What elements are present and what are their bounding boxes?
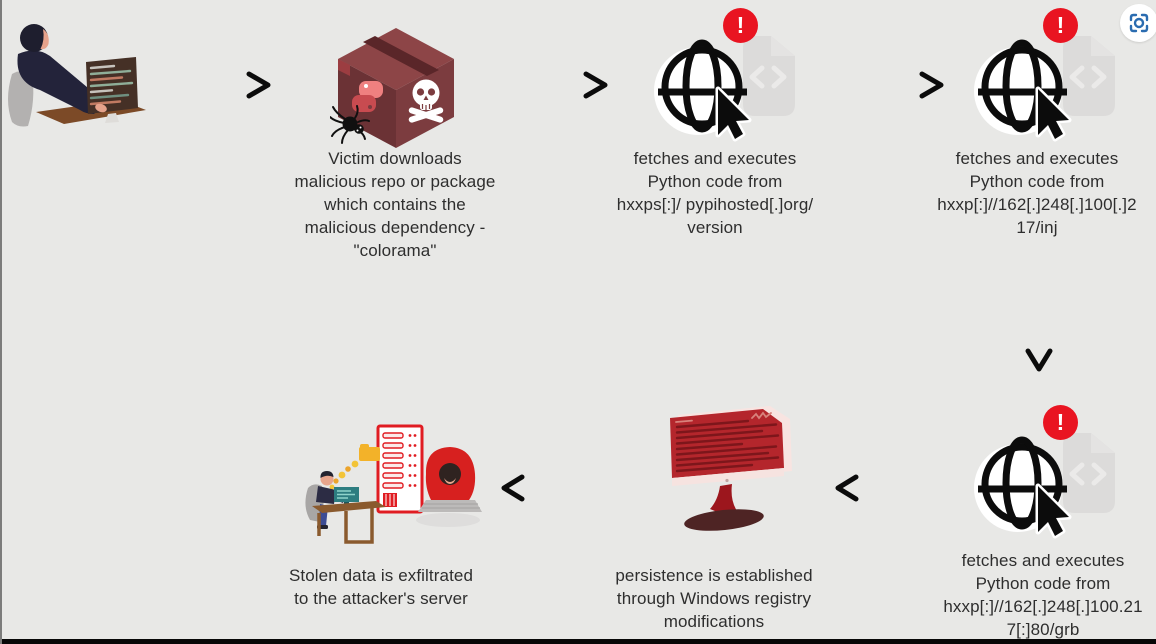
alert-badge: ! [1043,405,1078,440]
code-file-icon [743,36,795,116]
monitor-stand [710,484,737,514]
flow-arrow-right-1 [167,71,271,99]
server-rack-icon [376,424,424,514]
cursor-icon [715,86,752,142]
globe-cursor-icon [654,39,752,142]
monitor-base [684,509,764,531]
infected-monitor-illustration [670,406,792,531]
code-file-icon [1063,36,1115,116]
step-caption-fetch-grb: fetches and executes Python code from hx… [943,551,1143,639]
bottom-edge-bar [2,639,1156,644]
step-caption-victim-download: Victim downloads malicious repo or packa… [294,149,496,260]
monitor-bezel [672,468,784,486]
skull-crossbones-icon [408,79,444,123]
flow-arrow-left-1 [835,474,934,502]
step-caption-fetch-pypihosted: fetches and executes Python code from hx… [616,149,814,237]
chair-icon [8,71,34,127]
stolen-files-stream [325,444,380,496]
remote-fetch-node-2: ! [952,3,1130,145]
flow-arrow-left-2 [501,474,614,502]
victim-at-desk [316,471,345,529]
flow-arrow-down [1025,256,1053,372]
code-file-icon [1063,433,1115,513]
laptop-icon [418,500,482,512]
spider-icon [330,105,370,144]
alert-badge: ! [1043,8,1078,43]
victim-workstation-illustration [8,24,146,127]
flow-arrow-right-3 [846,71,944,99]
person-hand [95,103,107,113]
hacker-icon [418,447,482,512]
remote-fetch-node-1: ! [632,3,810,145]
globe-cursor-icon [974,39,1072,142]
step-caption-exfiltration: Stolen data is exfiltrated to the attack… [288,566,474,608]
data-exfiltration-illustration [305,424,482,544]
person-face [40,29,49,50]
package-tape [363,36,439,76]
desk-icon [312,501,386,544]
scan-viewfinder-icon [1129,13,1149,33]
remote-fetch-node-3: ! [952,400,1130,542]
cursor-icon [1035,86,1072,142]
person-head [20,24,48,52]
screen-capture-button[interactable] [1120,4,1156,42]
globe-cursor-icon [974,436,1072,539]
step-caption-fetch-inj: fetches and executes Python code from hx… [937,149,1137,237]
cursor-icon [1035,483,1072,539]
code-monitor-icon [86,57,138,123]
person-body [17,50,102,114]
flow-arrow-right-2 [504,71,608,99]
malicious-package-icon [330,28,454,148]
step-caption-persistence: persistence is established through Windo… [615,566,813,631]
alert-badge: ! [723,8,758,43]
